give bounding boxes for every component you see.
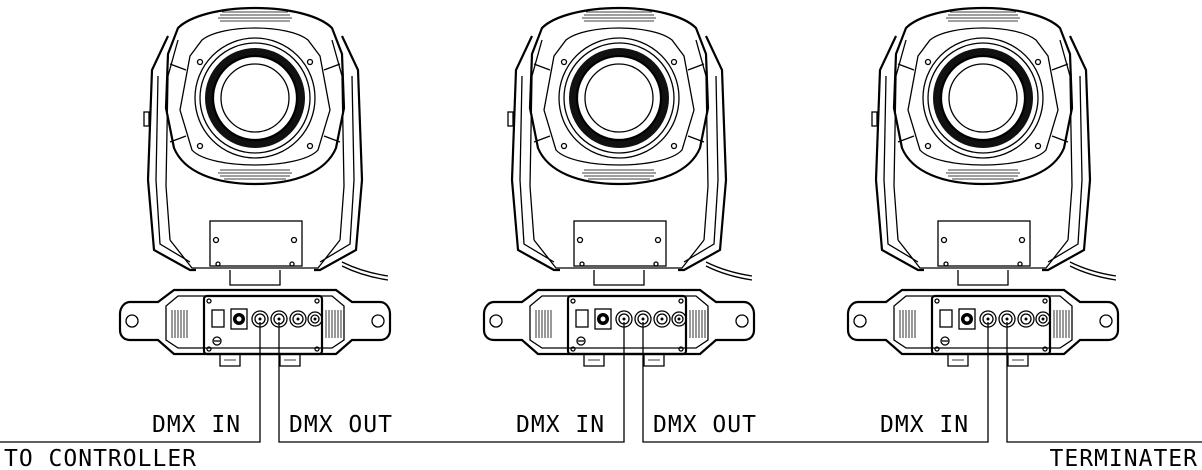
to-controller-label: TO CONTROLLER	[4, 446, 197, 470]
moving-head-fixture-1	[118, 6, 392, 368]
dmx-in-label-1: DMX IN	[152, 412, 241, 438]
moving-head-fixture-2	[482, 6, 756, 368]
dmx-out-label-2: DMX OUT	[653, 412, 757, 438]
moving-head-fixture-3	[846, 6, 1120, 368]
dmx-cable-link-2	[642, 322, 989, 443]
terminator-label: TERMINATER	[1050, 446, 1198, 470]
dmx-cable-terminator	[1006, 322, 1202, 443]
dmx-out-label-1: DMX OUT	[289, 412, 393, 438]
dmx-cable-link-1	[278, 322, 625, 443]
dmx-in-label-2: DMX IN	[516, 412, 605, 438]
dmx-cable-controller	[0, 322, 261, 443]
dmx-in-label-3: DMX IN	[880, 412, 969, 438]
